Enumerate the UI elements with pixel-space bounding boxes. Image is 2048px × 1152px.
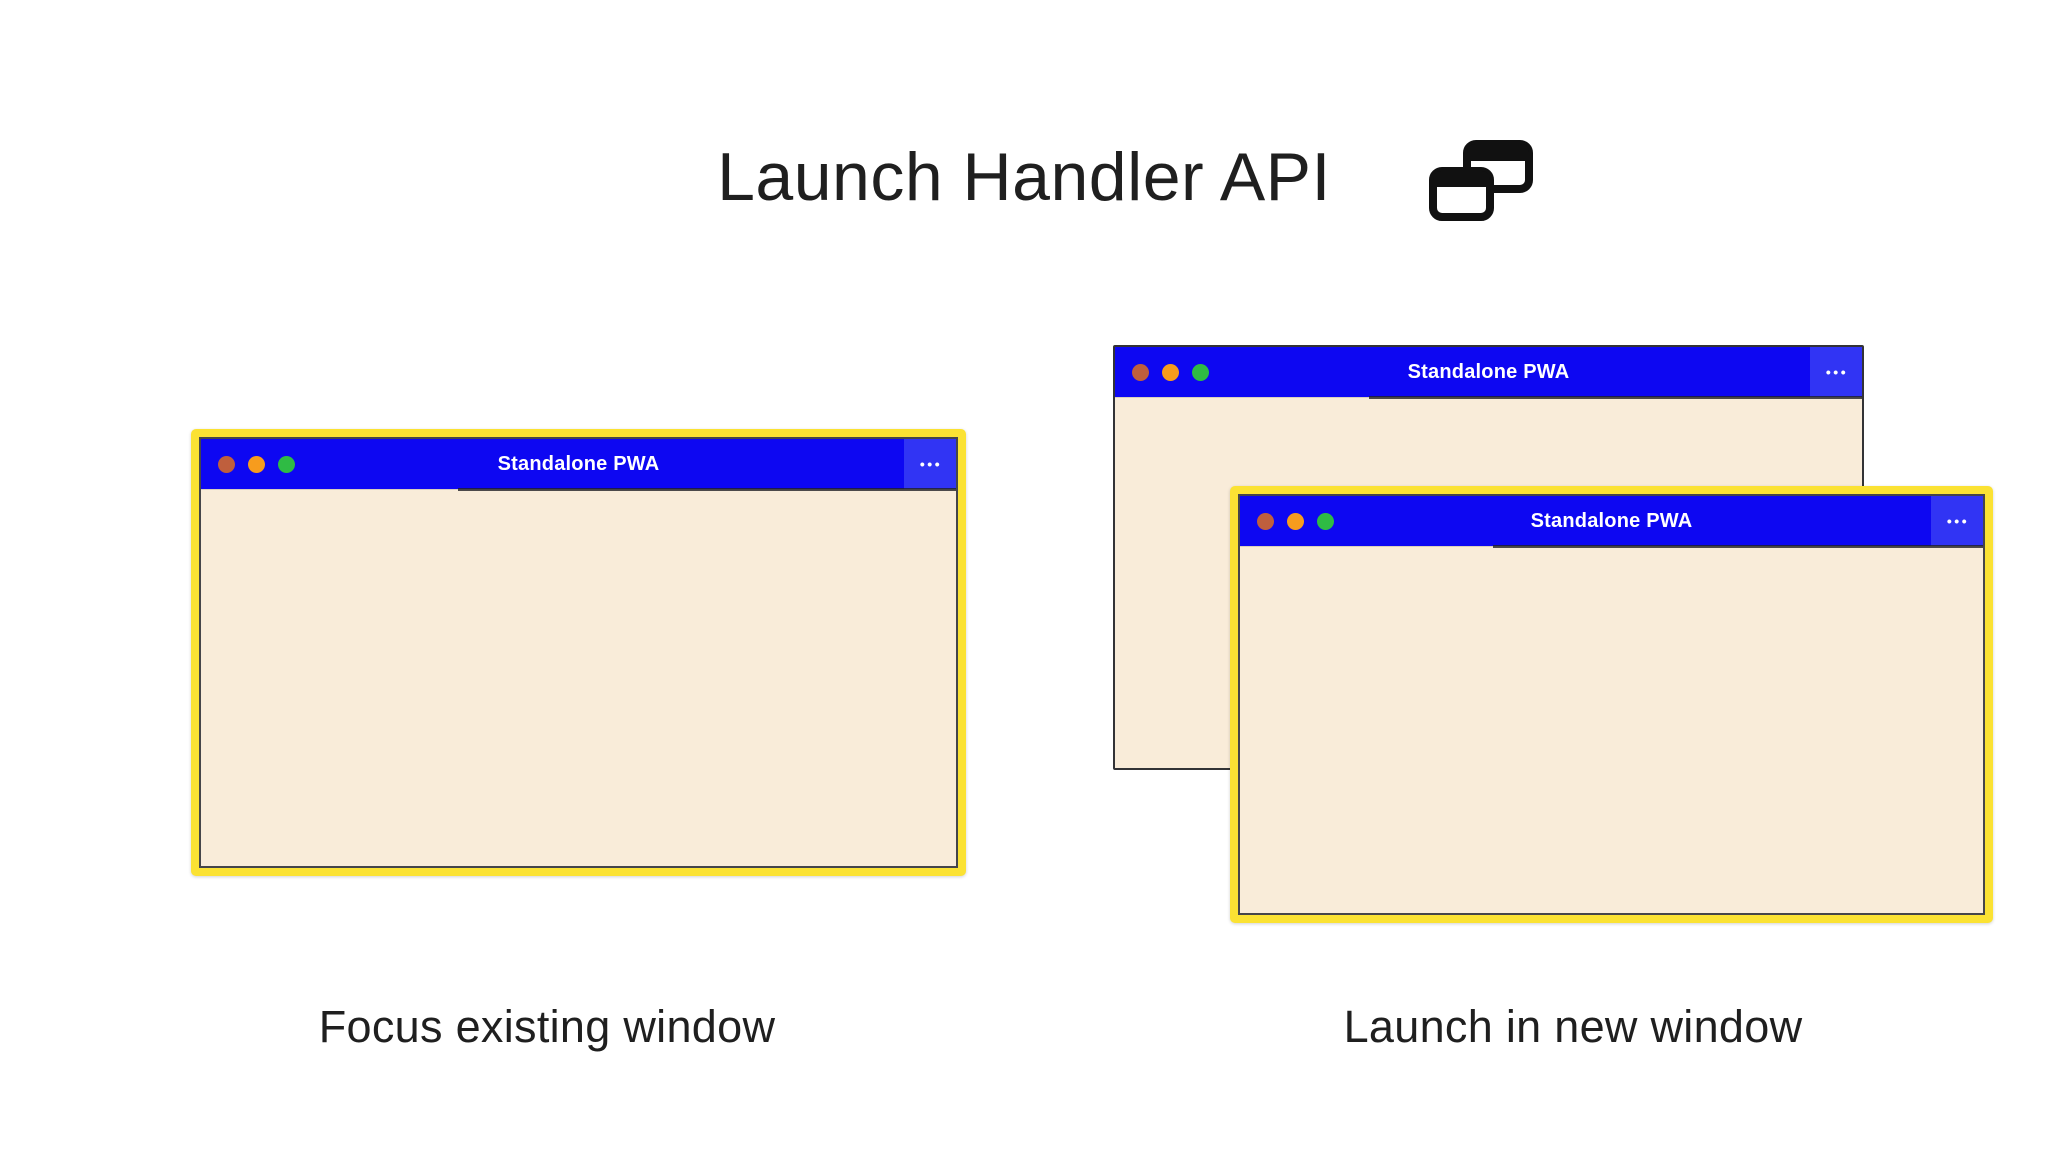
maximize-button[interactable]	[1317, 512, 1334, 530]
minimize-button[interactable]	[1162, 363, 1179, 381]
minimize-button[interactable]	[1287, 512, 1304, 530]
caption-focus-existing: Focus existing window	[318, 1001, 776, 1052]
traffic-lights	[218, 439, 295, 489]
close-button[interactable]	[1132, 363, 1149, 381]
window-title: Standalone PWA	[1530, 509, 1693, 532]
traffic-lights	[1257, 496, 1334, 546]
close-button[interactable]	[218, 455, 235, 473]
window-content	[1240, 546, 1983, 913]
window-content	[1115, 397, 1862, 768]
maximize-button[interactable]	[1192, 363, 1209, 381]
window-frame: Standalone PWA •••	[1238, 494, 1985, 915]
maximize-button[interactable]	[278, 455, 295, 473]
window-frame: Standalone PWA •••	[199, 437, 958, 868]
window-titlebar[interactable]: Standalone PWA •••	[1240, 496, 1983, 548]
traffic-lights	[1132, 347, 1209, 397]
window-titlebar[interactable]: Standalone PWA •••	[1115, 347, 1862, 399]
caption-launch-new: Launch in new window	[1343, 1001, 1803, 1052]
overlapping-windows-icon	[1429, 140, 1533, 221]
page-title: Launch Handler API	[717, 139, 1331, 215]
overflow-menu-button[interactable]: •••	[1810, 347, 1862, 397]
window-title: Standalone PWA	[497, 452, 660, 475]
window-titlebar[interactable]: Standalone PWA •••	[201, 439, 956, 491]
page-header: Launch Handler API	[0, 138, 2048, 216]
overflow-menu-button[interactable]: •••	[904, 439, 956, 489]
overflow-menu-button[interactable]: •••	[1931, 496, 1983, 546]
window-content	[201, 489, 956, 866]
close-button[interactable]	[1257, 512, 1274, 530]
pwa-window-existing-focused: Standalone PWA •••	[191, 429, 966, 876]
pwa-window-new-focused: Standalone PWA •••	[1230, 486, 1993, 923]
minimize-button[interactable]	[248, 455, 265, 473]
window-title: Standalone PWA	[1407, 360, 1570, 383]
